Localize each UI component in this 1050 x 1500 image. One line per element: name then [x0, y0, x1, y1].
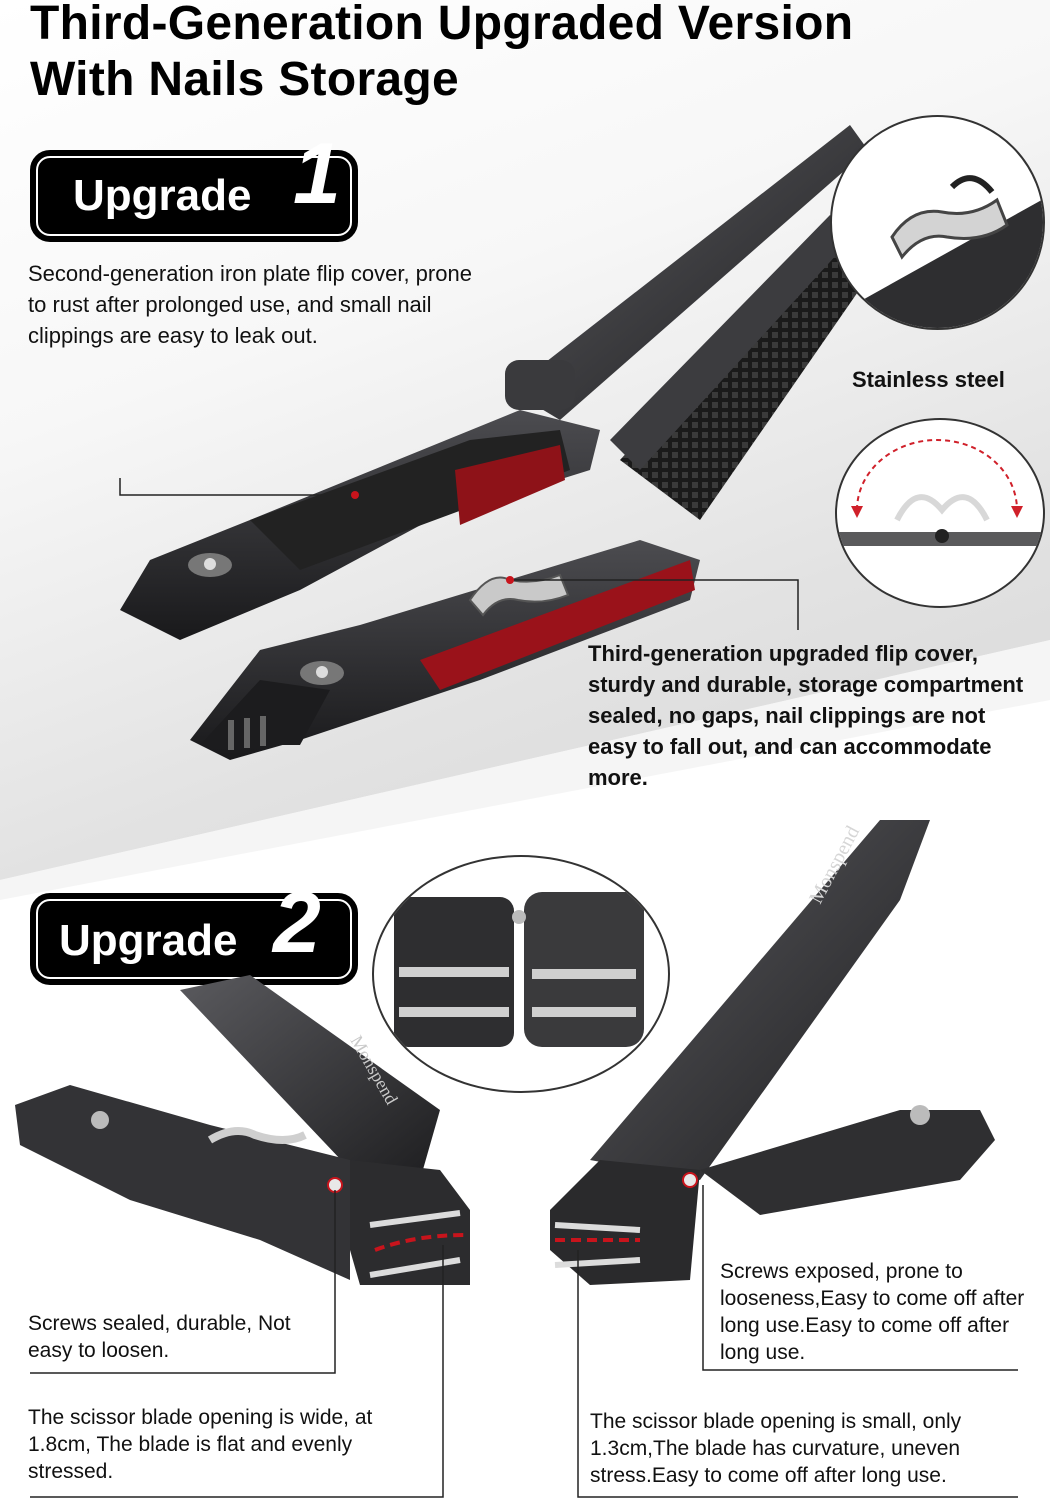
spring-clip-motion-circle	[835, 418, 1045, 608]
right-screws-description: Screws exposed, prone to looseness,Easy …	[720, 1260, 1025, 1364]
old-flip-cover-description: Second-generation iron plate flip cover,…	[28, 261, 472, 348]
page-title: Third-Generation Upgraded Version With N…	[30, 0, 853, 108]
jaw-comparison-circle	[372, 855, 670, 1093]
new-flip-cover-description: Third-generation upgraded flip cover, st…	[588, 641, 1024, 790]
right-blade-description: The scissor blade opening is small, only…	[590, 1410, 962, 1487]
stainless-steel-clip-icon	[832, 175, 1043, 328]
clippers-open-illustration	[119, 125, 880, 760]
upgrade-1-badge-word: Upgrade	[73, 171, 252, 220]
title-line-1: Third-Generation Upgraded Version	[30, 0, 854, 50]
upgrade-2-badge-number: 2	[273, 875, 321, 971]
new-clipper	[190, 215, 880, 760]
upgrade-2-badge-word: Upgrade	[59, 916, 238, 965]
upgrade-1-badge-number: 1	[293, 126, 341, 222]
stainless-steel-detail-circle	[830, 115, 1045, 330]
left-screws-description: Screws sealed, durable, Not easy to loos…	[28, 1312, 291, 1362]
spring-clip-arrows-icon	[837, 439, 1043, 546]
new-cover-callout-line	[510, 579, 799, 630]
left-blade-description: The scissor blade opening is wide, at 1.…	[28, 1406, 373, 1483]
old-cover-callout-line	[119, 478, 355, 496]
title-line-2: With Nails Storage	[30, 53, 460, 106]
upgrade-2-badge: Upgrade 2	[30, 880, 358, 985]
old-clipper	[120, 125, 868, 640]
stainless-steel-label: Stainless steel	[852, 367, 1005, 392]
upgrade-1-badge: Upgrade 1	[30, 131, 358, 242]
jaw-comparison-illustration	[394, 892, 644, 1047]
